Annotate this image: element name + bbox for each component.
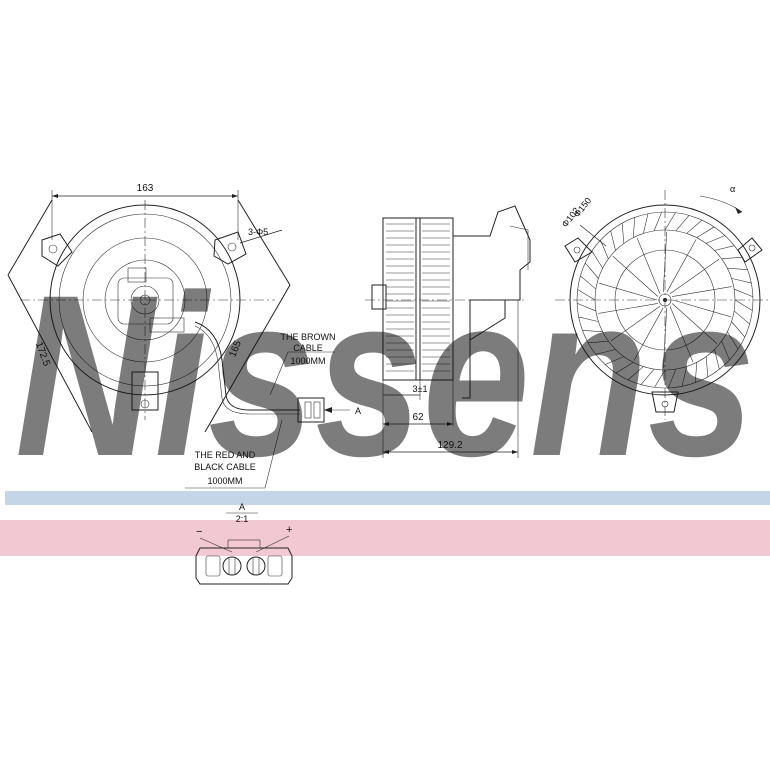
wheel-vane: [706, 235, 725, 244]
pink-band: [0, 520, 770, 556]
wheel-spoke: [598, 303, 658, 314]
wheel-spoke: [666, 239, 697, 293]
wheel-spoke: [669, 258, 720, 294]
wheel-vane: [600, 240, 609, 259]
wheel-vane: [615, 362, 634, 374]
wheel-vane: [727, 331, 739, 350]
redblack-cable-label-2: BLACK CABLE: [194, 462, 256, 472]
minus-terminal-label: −: [196, 526, 202, 538]
brown-cable-label-2: CABLE: [293, 343, 323, 353]
wheel-vane: [578, 316, 599, 322]
wheel-vane: [591, 250, 603, 269]
wheel-vane: [584, 262, 599, 279]
wheel-vane: [627, 366, 644, 381]
detail-scale-label: 2:1: [236, 514, 249, 524]
brown-cable-label-1: THE BROWN: [281, 332, 336, 342]
wheel-vane: [734, 299, 753, 311]
wheel-vane: [681, 366, 687, 387]
wheel-vane: [731, 321, 746, 338]
wheel-vane: [643, 213, 649, 234]
wheel-vane: [577, 289, 596, 301]
wheel-vane: [733, 310, 750, 325]
wheel-vane: [686, 219, 703, 234]
detail-ref-label: A: [239, 502, 245, 512]
wheel-spoke: [599, 282, 658, 301]
blue-band: [5, 491, 770, 505]
wheel-vane: [653, 211, 663, 231]
wheel-vane: [675, 215, 690, 232]
wheel-vane: [582, 329, 603, 333]
wheel-spoke: [612, 256, 658, 297]
wheel-spoke: [633, 307, 664, 361]
plus-terminal-label: +: [286, 524, 292, 536]
rotation-label: α: [730, 184, 735, 194]
dim-small-label: 3±1: [413, 384, 428, 394]
side-view: 3±1 62 129.2: [365, 205, 531, 458]
redblack-cable-label-3: 1000MM: [207, 476, 242, 486]
wheel-vane: [714, 349, 720, 370]
wheel-vane: [734, 288, 754, 298]
wheel-vane: [731, 278, 752, 284]
wheel-vane: [664, 212, 676, 231]
dim-mid-label: 62: [412, 412, 424, 423]
wheel-spoke: [672, 299, 731, 318]
wheel-vane: [605, 356, 624, 365]
connector-ref-label: A: [355, 406, 361, 416]
wheel-spoke: [610, 306, 661, 342]
wheel-vane: [721, 341, 730, 360]
wheel-vane: [694, 362, 698, 383]
wheel-vane: [667, 369, 677, 389]
wheel-vane: [714, 245, 735, 251]
connector-detail: A 2:1 − +: [195, 502, 293, 585]
wheel-spoke: [672, 286, 732, 297]
wheel-spoke: [669, 306, 694, 363]
brown-cable-label-3: 1000MM: [290, 356, 325, 366]
wheel-spoke: [672, 303, 718, 344]
wheel-vane: [580, 275, 597, 290]
wheel-vane: [696, 226, 715, 238]
wheel-vane: [632, 217, 636, 238]
brand-watermark: Nissens: [15, 247, 755, 504]
redblack-cable-label-1: THE RED AND: [195, 450, 256, 460]
dim-holes-label: 3-Φ5: [248, 227, 268, 237]
wheel-spoke: [636, 237, 661, 294]
cable-assembly: A THE BROWN CABLE 1000MM THE RED AND BLA…: [185, 321, 361, 489]
wheel-vane: [621, 223, 625, 244]
wheel-vane: [705, 356, 709, 377]
dim-total-label: 129.2: [437, 440, 462, 451]
dim-width-label: 163: [137, 183, 154, 194]
wheel-vane: [610, 230, 616, 251]
wheel-vane: [721, 256, 742, 260]
wheel-vane: [576, 302, 596, 312]
wheel-vane: [654, 369, 666, 388]
wheel-vane: [595, 349, 616, 355]
wheel-vane: [727, 267, 748, 271]
wheel-vane: [588, 340, 609, 344]
wheel-vane: [640, 368, 655, 385]
